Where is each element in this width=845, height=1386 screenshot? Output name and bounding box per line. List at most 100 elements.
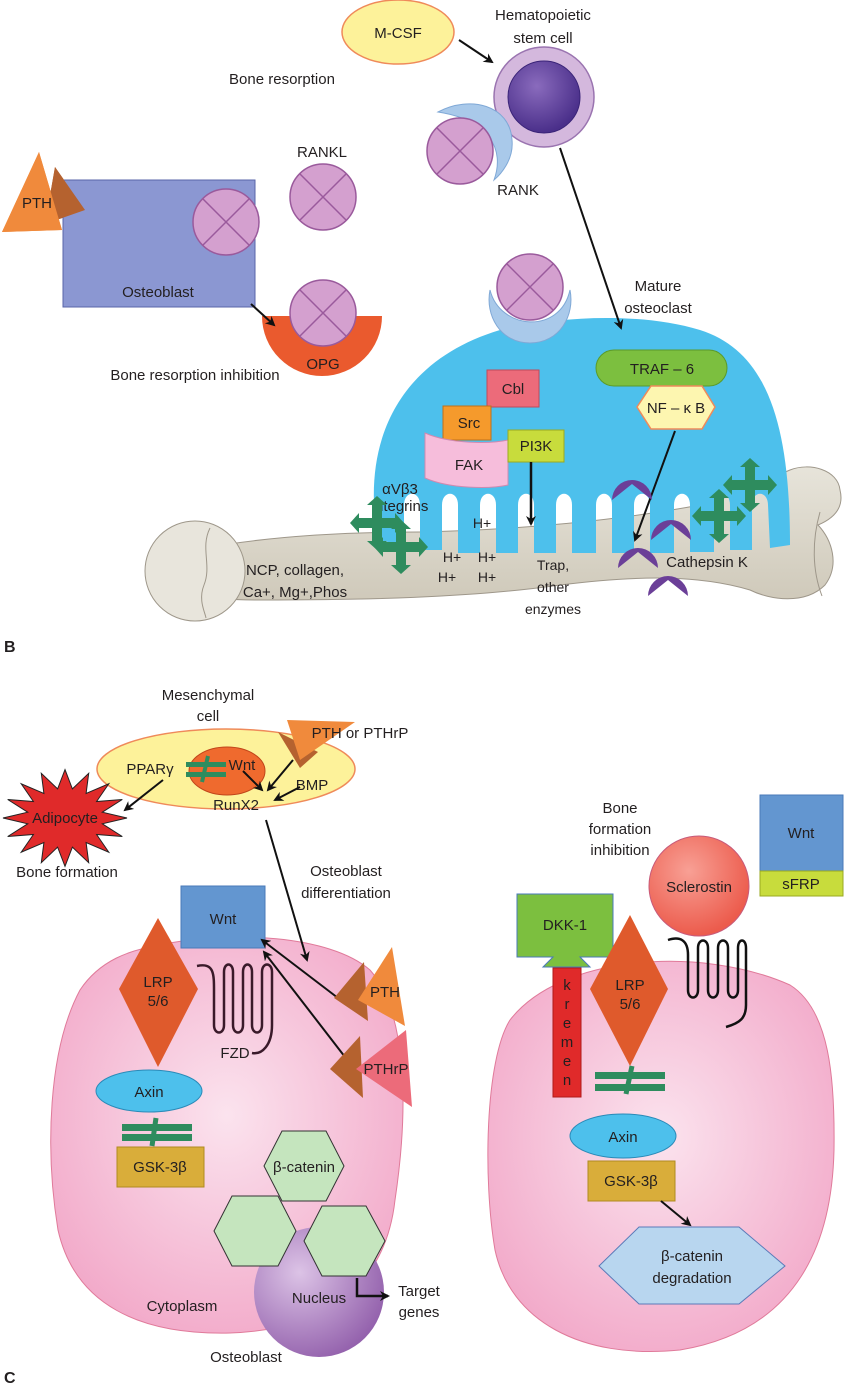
integrins-label-2: integrins: [372, 498, 429, 515]
lrp-left: LRP 5/6: [119, 918, 198, 1067]
lrp-right: LRP 5/6: [590, 915, 668, 1066]
bone-resorption-inhibition-label: Bone resorption inhibition: [110, 367, 279, 384]
axin-right-label: Axin: [608, 1129, 637, 1146]
lrp-left-label-1: LRP: [143, 974, 172, 991]
wnt-sfrp-complex: Wnt sFRP: [759, 794, 844, 897]
target-genes-label-1: Target: [398, 1283, 441, 1300]
rankl-on-osteoblast: [192, 188, 260, 256]
wnt-right-label: Wnt: [788, 825, 816, 842]
kremen-letter: e: [563, 1053, 571, 1070]
lrp-right-label-2: 5/6: [620, 996, 641, 1013]
cytoplasm-label: Cytoplasm: [147, 1298, 218, 1315]
bone-resorption-label: Bone resorption: [229, 71, 335, 88]
fak: FAK: [424, 432, 509, 488]
pthrp-left-label: PTHrP: [364, 1061, 409, 1078]
m-csf-label: M-CSF: [374, 25, 422, 42]
gsk-left: GSK-3β: [116, 1146, 205, 1188]
mesenchymal-label-1: Mesenchymal: [162, 687, 255, 704]
inhibition-icon-mesenchymal: [186, 755, 226, 783]
bone-matrix-label-2: Ca+, Mg+,Phos: [243, 584, 347, 601]
rank-label: RANK: [497, 182, 539, 199]
sclerostin-label: Sclerostin: [666, 879, 732, 896]
beta-catenin-degradation: β-catenin degradation: [598, 1226, 786, 1305]
arrow-wnt-to-runx2: [242, 770, 264, 792]
opg-label: OPG: [306, 356, 339, 373]
pth-or-pthrp-label: PTH or PTHrP: [312, 725, 409, 742]
rank-receptor-osteoclast: [488, 289, 572, 344]
sfrp-label: sFRP: [782, 876, 820, 893]
osteoblast-differentiation-label-2: differentiation: [301, 885, 391, 902]
pthrp-ligand-left: PTHrP: [330, 1030, 412, 1107]
integrins-label-1: αVβ3: [382, 481, 418, 498]
arrow-pth-to-wnt: [260, 938, 339, 999]
trap-label-1: Trap,: [537, 557, 569, 573]
m-csf: M-CSF: [341, 0, 455, 65]
src-label: Src: [458, 415, 481, 432]
bone-matrix-label-1: NCP, collagen,: [246, 562, 344, 579]
fzd-receptor-left: [196, 963, 274, 1055]
nfkb: NF – κ B: [636, 385, 716, 430]
arrow-pthrp-to-wnt: [262, 950, 346, 1058]
arrow-nfkb-to-cathepsin: [633, 430, 676, 542]
rankl-bound-rank: [426, 117, 494, 185]
arrow-mcsf-to-hsc: [458, 39, 494, 64]
svg-text:H+: H+: [478, 549, 496, 565]
pth-left-label: PTH: [370, 984, 400, 1001]
pi3k-label: PI3K: [520, 438, 553, 455]
hematopoietic-stem-cell: [493, 46, 595, 148]
svg-text:H+: H+: [438, 569, 456, 585]
dkk1-label: DKK-1: [543, 917, 587, 934]
axin-right: Axin: [569, 1113, 677, 1159]
beta-catenin-3: [303, 1205, 386, 1277]
degradation-label-1: β-catenin: [661, 1248, 723, 1265]
osteoblast-cell-label: Osteoblast: [210, 1349, 283, 1366]
svg-text:PTH: PTH: [22, 195, 52, 212]
arrow-hsc-to-osteoclast: [559, 147, 624, 330]
rankl-bound-osteoclast: [496, 253, 564, 321]
axin-left: Axin: [95, 1069, 203, 1113]
sclerostin: Sclerostin: [648, 835, 750, 937]
beta-catenin-label: β-catenin: [273, 1159, 335, 1176]
axin-left-label: Axin: [134, 1084, 163, 1101]
arrow-pth-to-runx2: [266, 759, 294, 792]
inhibition-icon-right: [595, 1065, 665, 1095]
hsc-label-line2: stem cell: [513, 30, 572, 47]
panel-c-label: C: [4, 1370, 16, 1386]
proton-labels: H+ H+ H+ H+ H+: [438, 515, 496, 585]
kremen-letter: k: [563, 977, 571, 994]
adipocyte: Adipocyte: [2, 768, 128, 868]
adipocyte-label: Adipocyte: [32, 810, 98, 827]
fak-label: FAK: [455, 457, 483, 474]
inhibition-label-2: formation: [589, 821, 652, 838]
cbl: Cbl: [486, 369, 540, 408]
rankl-label: RANKL: [297, 144, 347, 161]
mature-osteoclast-label-2: osteoclast: [624, 300, 692, 317]
svg-text:H+: H+: [473, 515, 491, 531]
panel-b-label: B: [4, 639, 16, 656]
pth-ligand-left: PTH: [334, 947, 405, 1026]
rankl-free: [289, 163, 357, 231]
svg-text:H+: H+: [443, 549, 461, 565]
kremen-letter: m: [561, 1034, 574, 1051]
osteoblast-differentiation-label-1: Osteoblast: [310, 863, 383, 880]
trap-label-2: other: [537, 579, 569, 595]
mesenchymal-label-2: cell: [197, 708, 220, 725]
target-genes-label-2: genes: [399, 1304, 440, 1321]
wnt-left-label: Wnt: [210, 911, 238, 928]
arrow-pparg-to-adipocyte: [123, 779, 164, 812]
gsk-left-label: GSK-3β: [133, 1159, 187, 1176]
fzd-receptor-right: [667, 937, 748, 1029]
kremen-letter: n: [563, 1072, 571, 1089]
cathepsin-k-label: Cathepsin K: [666, 554, 748, 571]
wnt-inner-label: Wnt: [229, 757, 257, 774]
beta-catenin-2: [213, 1195, 297, 1267]
pth-or-pthrp-ligand: [278, 720, 355, 768]
traf6: TRAF – 6: [595, 349, 728, 387]
arrow-bmp-to-runx2: [273, 786, 301, 801]
degradation-label-2: degradation: [652, 1270, 731, 1287]
dkk1: DKK-1: [516, 893, 614, 968]
bone-formation-label: Bone formation: [16, 864, 118, 881]
arrow-gsk-to-degradation: [660, 1200, 692, 1227]
